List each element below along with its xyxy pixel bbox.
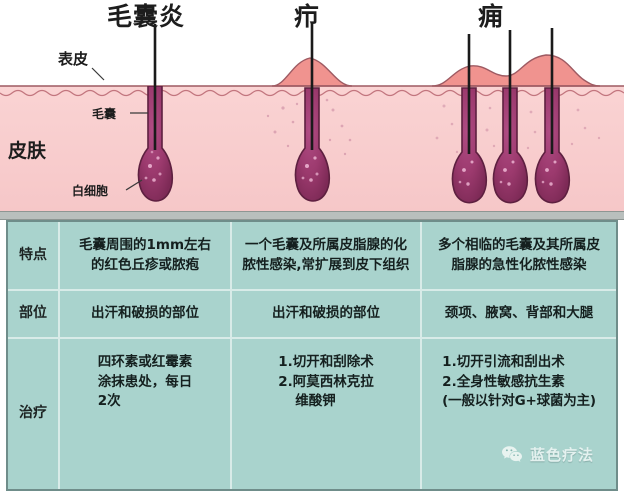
inflammatory-infiltrate [266,98,352,156]
cell-text-line: 涂抹患处，每日 [97,373,193,390]
cell-text-line: 颈项、腋窝、背部和大腿 [444,305,594,322]
treatment-list: 四环素或红霉素 涂抹患处，每日 2次 [98,353,193,412]
condition-title-carbuncle: 痈 [478,2,505,31]
comparison-table: 特点 毛囊周围的1mm左右 的红色丘疹或脓疱 一个毛囊及所属皮脂腺的化 脓性感染… [6,220,618,491]
row-label-treatment: 治疗 [8,339,60,489]
treatment-list: 1.切开引流和刮出术 2.全身性敏感抗生素 (一般以针对G+球菌为主) [442,353,596,412]
table-row: 特点 毛囊周围的1mm左右 的红色丘疹或脓疱 一个毛囊及所属皮脂腺的化 脓性感染… [8,222,616,291]
cell-text-line: 出汗和破损的部位 [91,305,199,322]
cell-location-folliculitis: 出汗和破损的部位 [60,291,232,337]
table-row: 治疗 四环素或红霉素 涂抹患处，每日 2次 1.切开和刮除术 2.阿莫西林克拉 … [8,339,616,489]
carbuncle-infiltrate [435,104,601,154]
cell-text-line: 四环素或红霉素 [97,354,193,370]
skin-cross-section-illustration: 毛囊炎 疖 痈 表皮 毛囊 皮肤 白细胞 [0,0,624,218]
cell-text-line: 一个毛囊及所属皮脂腺的化 [245,236,407,253]
cell-location-carbuncle: 颈项、腋窝、背部和大腿 [422,291,616,337]
cell-treatment-folliculitis: 四环素或红霉素 涂抹患处，每日 2次 [60,339,232,489]
anatomy-label-follicle: 毛囊 [92,107,117,121]
watermark: 蓝色疗法 [501,444,594,465]
cell-feature-folliculitis: 毛囊周围的1mm左右 的红色丘疹或脓疱 [60,222,232,289]
carbuncle-bump [431,54,601,87]
cell-text-line: 多个相临的毛囊及其所属皮 [438,236,600,253]
cell-text-line: 1.切开和刮除术 [278,354,374,370]
section-separator [0,211,624,220]
row-label-feature: 特点 [8,222,60,289]
cell-location-furuncle: 出汗和破损的部位 [232,291,422,337]
cell-treatment-furuncle: 1.切开和刮除术 2.阿莫西林克拉 维酸钾 [232,339,422,489]
cell-text-line: 脓性感染,常扩展到皮下组织 [242,256,410,273]
condition-title-furuncle: 疖 [294,2,321,31]
cell-text-line: 毛囊周围的1mm左右 [78,236,212,253]
cell-feature-carbuncle: 多个相临的毛囊及其所属皮 脂腺的急性化脓性感染 [422,222,616,289]
watermark-label: 蓝色疗法 [529,446,594,464]
row-label-location: 部位 [8,291,60,337]
cell-text-line: 2次 [97,393,121,410]
anatomy-label-white-blood-cells: 白细胞 [72,184,109,198]
cell-text-line: 的红色丘疹或脓疱 [91,256,199,273]
wechat-icon [501,446,522,462]
cell-text-line: 2.全身性敏感抗生素 [442,373,565,390]
leader-line-wbc [125,179,143,191]
anatomy-label-skin: 皮肤 [8,140,47,162]
leader-line-epidermis [91,67,105,81]
cell-text-line: 维酸钾 [295,393,336,410]
table-row: 部位 出汗和破损的部位 出汗和破损的部位 颈项、腋窝、背部和大腿 [8,291,616,339]
cell-treatment-carbuncle: 1.切开引流和刮出术 2.全身性敏感抗生素 (一般以针对G+球菌为主) [422,339,616,489]
cell-text-line: 脂腺的急性化脓性感染 [451,256,587,273]
cell-text-line: 出汗和破损的部位 [272,305,380,322]
cell-text-line: 2.阿莫西林克拉 [278,373,374,390]
cell-text-note: (一般以针对G+球菌为主) [442,393,596,410]
anatomy-label-epidermis: 表皮 [58,50,89,68]
skin-anatomy-graphic [0,22,624,212]
treatment-list: 1.切开和刮除术 2.阿莫西林克拉 维酸钾 [278,353,374,412]
cell-feature-furuncle: 一个毛囊及所属皮脂腺的化 脓性感染,常扩展到皮下组织 [232,222,422,289]
condition-title-folliculitis: 毛囊炎 [107,2,186,31]
cell-text-line: 1.切开引流和刮出术 [442,354,565,370]
